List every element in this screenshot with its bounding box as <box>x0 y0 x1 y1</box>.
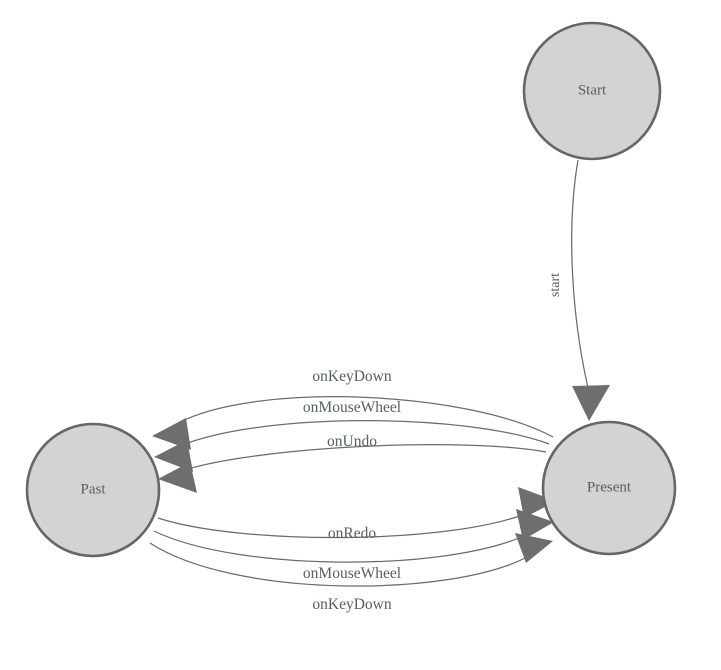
arrowhead-up-1 <box>152 418 191 450</box>
node-past-label: Past <box>80 481 106 497</box>
edge-path-start <box>571 159 590 393</box>
edge-past-to-present-onmousewheel[interactable] <box>153 509 554 563</box>
edge-label-group: start onKeyDown onMouseWheel onUndo onRe… <box>303 273 563 613</box>
edge-label-start: start <box>548 273 563 297</box>
edge-past-to-present-onkeydown[interactable] <box>149 533 553 587</box>
edge-path-down-1 <box>157 511 531 539</box>
edge-present-to-past-onundo[interactable] <box>158 444 547 493</box>
node-present-circle <box>541 420 677 556</box>
arrowhead-down-3 <box>515 533 553 563</box>
edge-label-onredo: onRedo <box>328 525 376 542</box>
node-start-label: Start <box>578 82 607 98</box>
edge-path-up-3 <box>183 444 547 471</box>
node-past-circle <box>25 422 161 558</box>
edge-label-onkeydown-up: onKeyDown <box>312 368 391 385</box>
edge-path-up-2 <box>179 420 550 447</box>
arrowhead-start-to-present <box>572 385 610 421</box>
edge-label-onmousewheel-down: onMouseWheel <box>303 565 401 582</box>
edge-group <box>149 159 610 587</box>
node-group: Start Past Present <box>25 21 677 558</box>
node-start-circle <box>522 21 662 161</box>
edge-path-down-3 <box>149 542 530 587</box>
edge-label-onundo: onUndo <box>327 433 377 450</box>
edge-present-to-past-onmousewheel[interactable] <box>154 420 550 472</box>
edge-past-to-present-onredo[interactable] <box>157 487 556 539</box>
arrowhead-up-3 <box>158 462 197 493</box>
arrowhead-down-2 <box>516 509 554 540</box>
node-start[interactable]: Start <box>522 21 662 161</box>
edge-present-to-past-onkeydown[interactable] <box>152 396 554 450</box>
node-present-label: Present <box>587 479 632 495</box>
edge-start-to-present[interactable] <box>571 159 610 421</box>
arrowhead-down-1 <box>518 487 556 518</box>
edge-label-onmousewheel-up: onMouseWheel <box>303 399 401 416</box>
edge-label-onkeydown-down: onKeyDown <box>312 596 391 613</box>
arrowhead-up-2 <box>154 440 193 472</box>
edge-path-down-2 <box>153 530 529 563</box>
node-present[interactable]: Present <box>541 420 677 556</box>
edge-path-up-1 <box>177 396 554 438</box>
node-past[interactable]: Past <box>25 422 161 558</box>
